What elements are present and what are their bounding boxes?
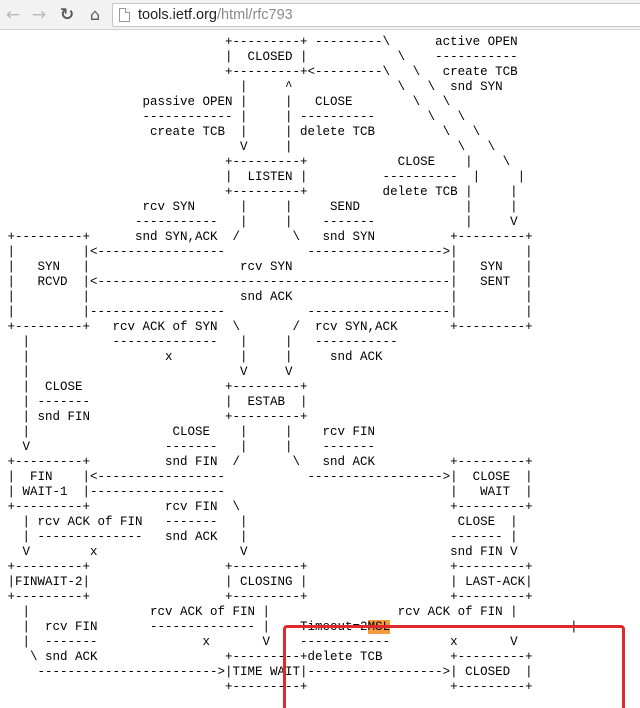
url-path: /html/rfc793 xyxy=(217,7,293,23)
back-arrow-icon[interactable]: ← xyxy=(5,5,21,25)
page-icon xyxy=(119,8,130,22)
reload-icon[interactable]: ↻ xyxy=(59,5,75,25)
diagram-lines-after: -------------- | | ------- x V ---------… xyxy=(22,620,578,694)
browser-toolbar: ← → ↻ ⌂ tools.ietf.org/html/rfc793 xyxy=(0,0,640,30)
msl-highlight: MSL xyxy=(367,620,391,634)
tcp-state-diagram: +---------+ ---------\ active OPEN | CLO… xyxy=(0,35,578,695)
home-icon[interactable]: ⌂ xyxy=(89,5,101,24)
page-content: +---------+ ---------\ active OPEN | CLO… xyxy=(0,30,640,708)
address-bar[interactable]: tools.ietf.org/html/rfc793 xyxy=(112,3,640,27)
forward-arrow-icon[interactable]: → xyxy=(31,5,47,25)
url-host: tools.ietf.org xyxy=(138,7,217,23)
url-text[interactable]: tools.ietf.org/html/rfc793 xyxy=(138,7,293,24)
diagram-lines-before: +---------+ ---------\ active OPEN | CLO… xyxy=(7,35,533,634)
